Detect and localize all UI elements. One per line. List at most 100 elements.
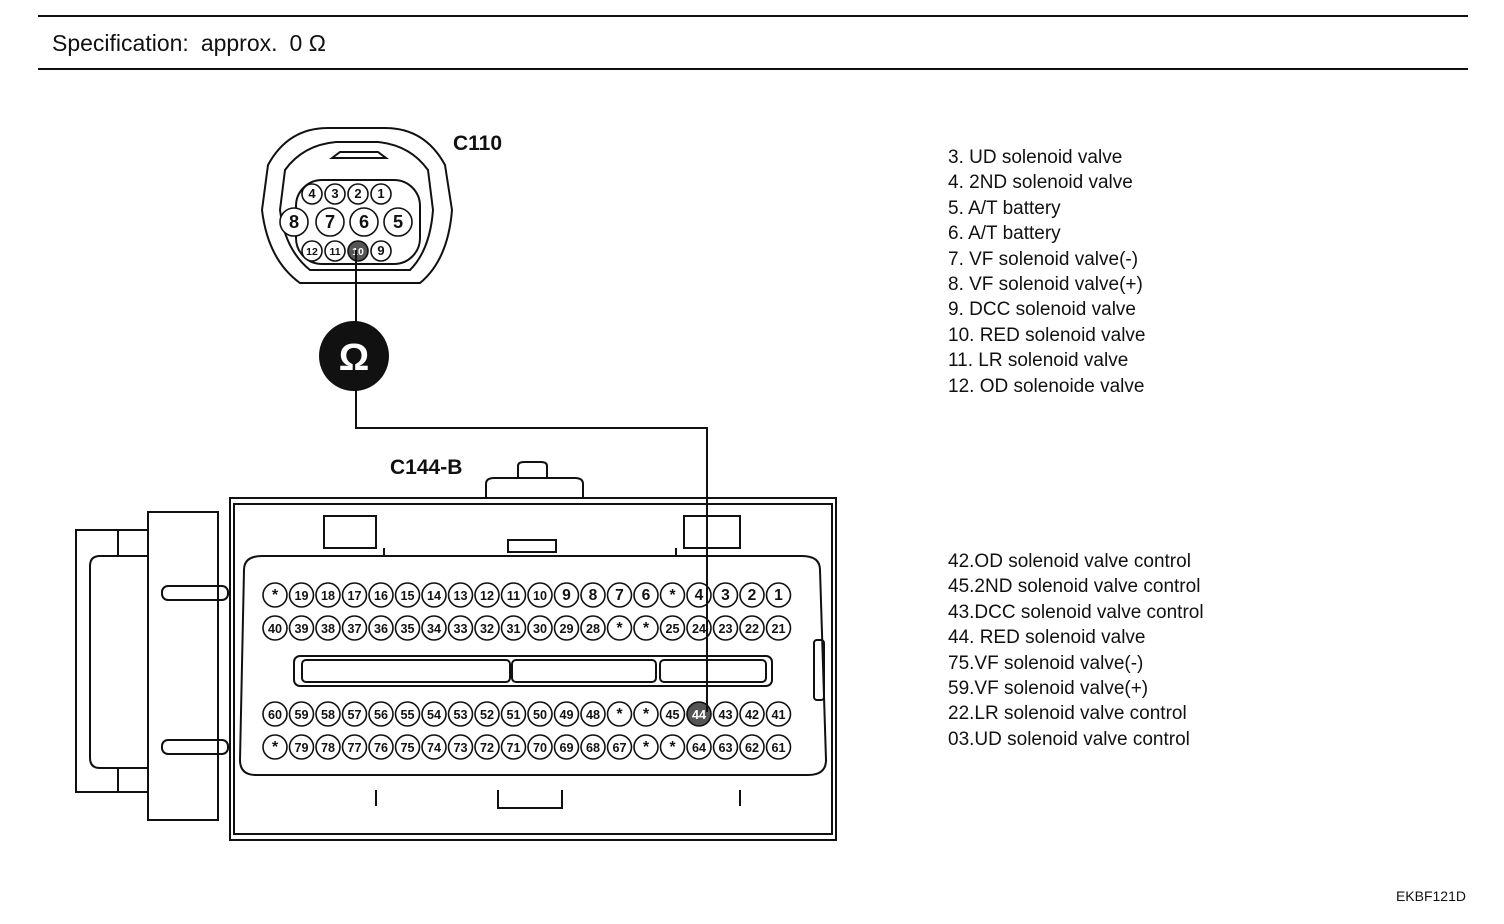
pin-circle	[421, 582, 447, 608]
pin-circle	[301, 240, 323, 262]
legend-item: 6. A/T battery	[948, 223, 1061, 245]
pin-label: 13	[453, 589, 467, 603]
pin-circle	[633, 582, 659, 608]
c110-label: C110	[453, 132, 503, 155]
pin-label: 38	[321, 622, 335, 636]
legend-item: 3. UD solenoid valve	[948, 147, 1123, 168]
pin-circle	[500, 615, 527, 641]
pin-circle	[500, 734, 527, 760]
pin-circle	[421, 615, 447, 641]
pin-circle	[347, 183, 369, 205]
pin-circle	[383, 207, 413, 237]
pin-circle	[580, 701, 606, 727]
specification-label: Specification:	[52, 30, 189, 56]
pin-label: 33	[453, 622, 467, 636]
pin-circle	[341, 734, 368, 760]
pin-circle	[633, 701, 659, 727]
pin-label: *	[616, 706, 623, 723]
pin-label: 4	[695, 587, 704, 604]
pin-label: 63	[718, 741, 732, 755]
pin-circle	[580, 582, 606, 608]
pin-circle	[527, 734, 553, 760]
pin-label: 14	[427, 589, 441, 603]
pin-circle	[370, 240, 392, 262]
pin-label: 42	[745, 708, 759, 722]
pin-label: 53	[453, 708, 467, 722]
pin-label: 75	[400, 741, 414, 755]
pin-label: *	[643, 739, 650, 756]
pin-circle	[659, 701, 686, 727]
pin-circle	[315, 701, 341, 727]
pin-circle	[315, 615, 341, 641]
pin-label: 41	[771, 708, 785, 722]
pin-label: 58	[321, 708, 335, 722]
pin-circle	[606, 701, 633, 727]
pin-circle	[262, 615, 288, 641]
pin-label: 59	[294, 708, 308, 722]
pin-label: 28	[586, 622, 600, 636]
pin-label: 76	[374, 741, 388, 755]
pin-circle	[288, 582, 315, 608]
pin-label: 67	[612, 741, 626, 755]
pin-label: 22	[745, 622, 759, 636]
legend-item: 75.VF solenoid valve(-)	[948, 652, 1144, 674]
pin-circle	[765, 701, 792, 727]
pin-circle	[262, 734, 288, 760]
pin-label: 71	[506, 741, 520, 755]
legend-item: 10. RED solenoid valve	[948, 324, 1146, 346]
pin-circle	[606, 734, 633, 760]
pin-circle	[553, 615, 580, 641]
pin-circle	[349, 207, 379, 237]
pin-label: 3	[331, 186, 338, 201]
pin-circle	[739, 701, 765, 727]
pin-label: *	[616, 620, 623, 637]
pin-circle	[301, 183, 323, 205]
pin-circle	[421, 734, 447, 760]
pin-circle	[580, 734, 606, 760]
pin-label: 48	[586, 708, 600, 722]
c144b-label: C144-B	[390, 456, 463, 479]
legend-item: 4. 2ND solenoid valve	[948, 172, 1133, 194]
pin-label: 23	[718, 622, 732, 636]
pin-label: 52	[480, 708, 494, 722]
pin-label: 74	[427, 741, 441, 755]
pin-label: 36	[374, 622, 388, 636]
pin-label: 6	[642, 587, 651, 604]
pin-circle	[262, 701, 288, 727]
pin-label: 12	[306, 246, 318, 258]
pin-circle	[288, 734, 315, 760]
pin-label: 8	[289, 212, 299, 232]
pin-label: 39	[294, 622, 308, 636]
pin-label: 3	[721, 587, 730, 604]
pin-label: 77	[347, 741, 361, 755]
specification-line: Specification:approx.0 Ω	[52, 30, 338, 57]
pin-circle	[659, 734, 686, 760]
pin-label: 8	[589, 587, 598, 604]
pin-circle	[500, 701, 527, 727]
pin-circle	[324, 240, 346, 262]
pin-circle	[712, 734, 739, 760]
c110-legend: 3. UD solenoid valve 4. 2ND solenoid val…	[948, 145, 1146, 399]
pin-label: 1	[774, 587, 783, 604]
pin-circle	[315, 734, 341, 760]
pin-circle	[606, 582, 633, 608]
pin-label: 11	[507, 589, 520, 603]
specification-amount: 0 Ω	[289, 30, 326, 56]
pin-label: 32	[480, 622, 494, 636]
pin-label: 16	[374, 589, 388, 603]
pin-circle	[421, 701, 447, 727]
pin-label: 7	[325, 212, 335, 232]
pin-circle	[765, 615, 792, 641]
pin-label: *	[272, 587, 279, 604]
pin-circle	[553, 701, 580, 727]
pin-circle	[447, 701, 474, 727]
pin-circle	[315, 207, 345, 237]
pin-circle	[341, 582, 368, 608]
pin-circle	[765, 582, 792, 608]
pin-label: 17	[347, 589, 361, 603]
pin-label: 64	[692, 741, 706, 755]
pin-circle	[474, 615, 500, 641]
pin-circle	[394, 582, 421, 608]
pin-circle	[447, 734, 474, 760]
